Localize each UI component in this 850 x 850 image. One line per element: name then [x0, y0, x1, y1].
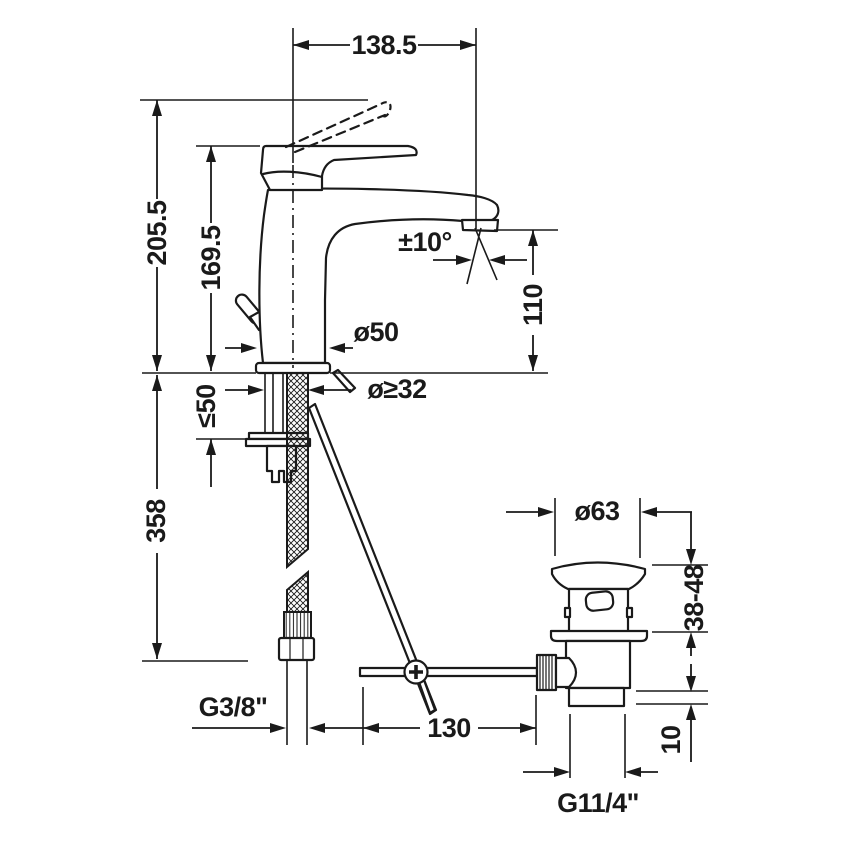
faucet-body	[234, 187, 500, 375]
lever-handle	[259, 144, 418, 192]
aerator	[460, 218, 500, 233]
dim-label-waste-height: 10	[656, 725, 686, 754]
handle-raised-position	[284, 101, 392, 154]
coupling-cap	[554, 656, 578, 689]
spout-and-column	[258, 187, 500, 365]
dim-label-outlet-height: 110	[518, 284, 548, 326]
dim-label-supply-connection: G3/8"	[199, 692, 268, 722]
hose-ferrule	[283, 611, 312, 639]
dim-label-waste-flange-diameter: ø63	[574, 496, 620, 526]
hose-upper-section	[286, 372, 309, 570]
waste-washer	[549, 629, 649, 643]
dim-label-swivel-angle: ±10°	[398, 227, 452, 257]
dim-label-max-mounting-thickness: ≤50	[191, 384, 221, 427]
dim-label-mounting-depth-range: 38-48	[679, 564, 709, 631]
dimension-labels: 138.5 205.5 169.5 ±10° 110 ø50 ø≥32 ≤50 …	[141, 30, 709, 818]
handle-outline	[259, 144, 418, 192]
horizontal-rod	[358, 666, 539, 678]
swivel-angle-lines	[466, 227, 498, 285]
waste-tailpiece	[567, 686, 626, 708]
dim-label-overall-height: 205.5	[142, 200, 172, 266]
dim-label-pull-rod-reach: 130	[427, 713, 471, 743]
hose-lower-section	[286, 569, 309, 613]
overflow-slot	[584, 590, 615, 612]
pull-rod-upper-stub	[331, 368, 357, 394]
popup-waste	[535, 561, 649, 708]
reference-lines	[140, 28, 708, 778]
waste-lower-body	[564, 639, 632, 690]
dim-label-mounting-hole-diameter: ø≥32	[367, 374, 426, 404]
dim-label-hose-length: 358	[141, 499, 171, 543]
supply-hose	[277, 372, 316, 745]
phillips-screw-icon	[409, 665, 423, 679]
dim-label-base-diameter: ø50	[353, 317, 398, 347]
dim-label-spout-reach: 138.5	[351, 30, 417, 60]
drain-linkage	[358, 659, 539, 715]
supply-pipe-stub	[286, 660, 308, 745]
waste-flange	[550, 561, 647, 591]
supply-hex-nut	[277, 636, 316, 662]
dim-label-waste-connection: G11/4"	[557, 788, 639, 818]
dim-label-height-to-aerator: 169.5	[196, 225, 226, 291]
